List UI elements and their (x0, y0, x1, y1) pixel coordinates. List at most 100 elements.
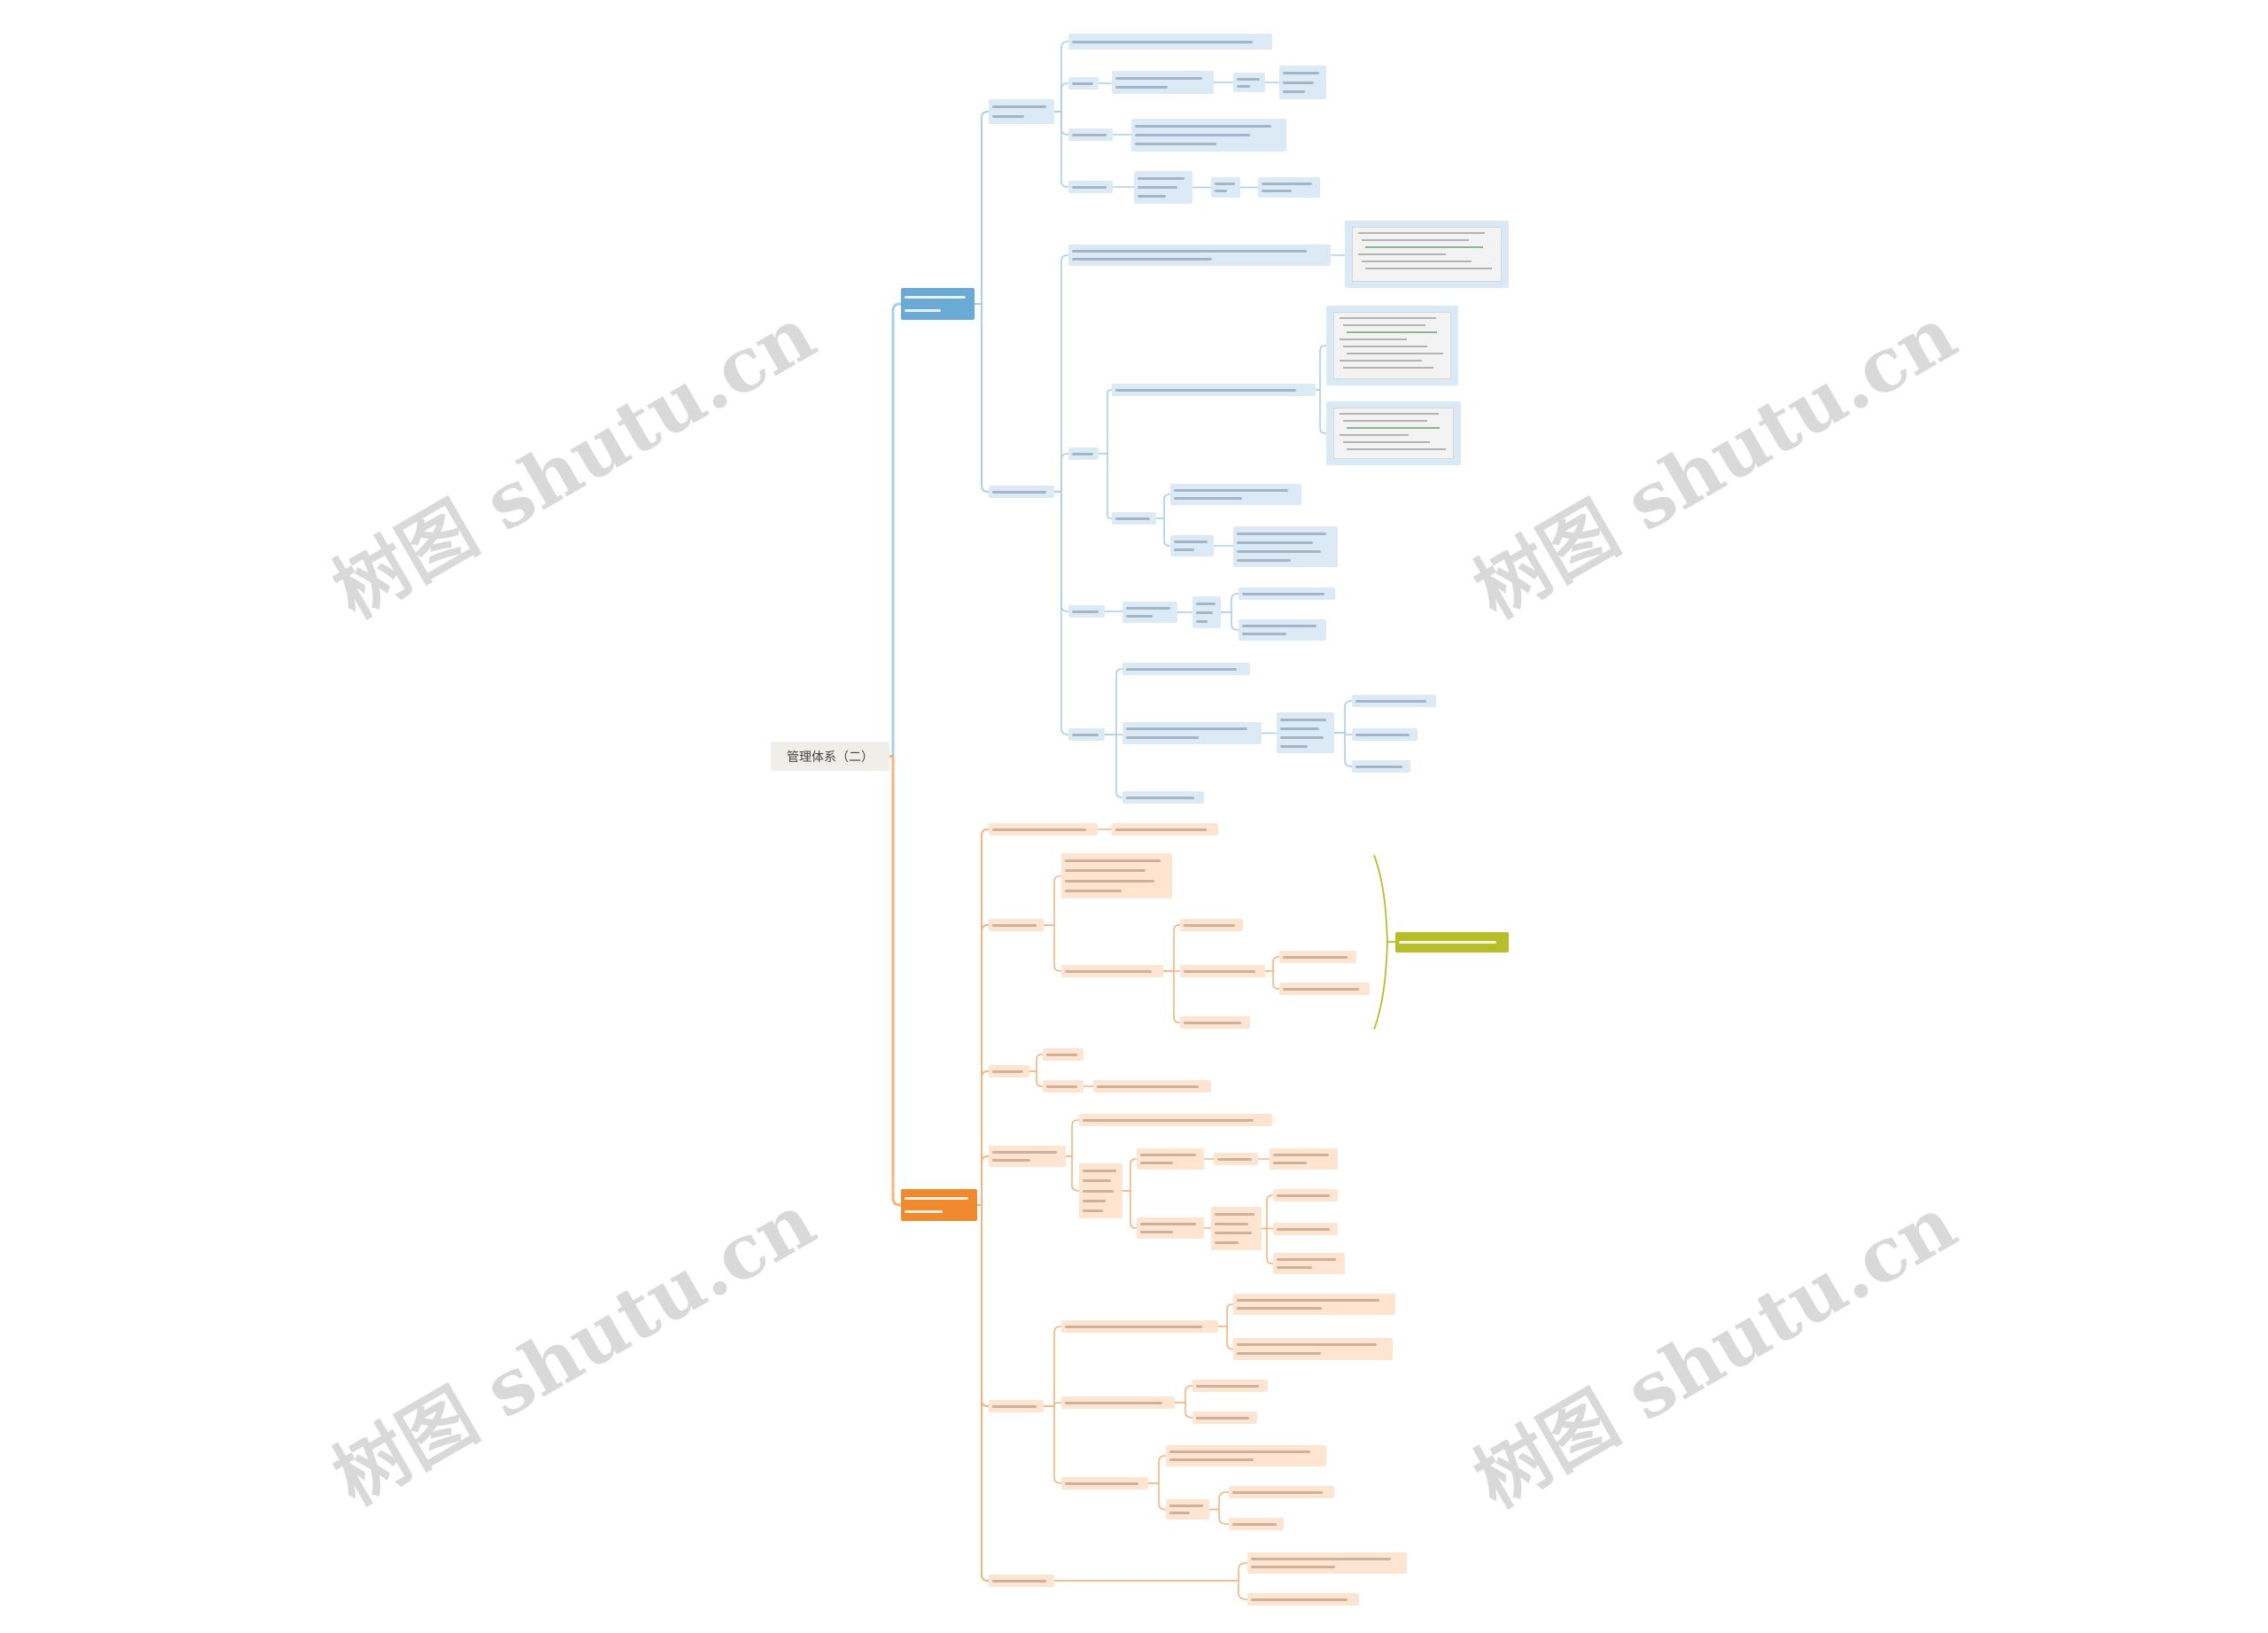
mindmap-node (1233, 73, 1265, 92)
connector-line (888, 302, 903, 758)
mindmap-node (1239, 619, 1326, 641)
mindmap-node (1068, 605, 1105, 618)
node-text-line (905, 309, 942, 312)
node-text-line (992, 1404, 1037, 1408)
node-text-line (1072, 82, 1093, 85)
mindmap-node (1233, 1294, 1395, 1315)
mindmap-node (989, 99, 1054, 124)
mindmap-node (1112, 71, 1214, 94)
node-text-line (1283, 71, 1320, 74)
node-text-line (1237, 540, 1313, 544)
node-text-line (1262, 190, 1293, 193)
thumbnail-line (1365, 246, 1484, 248)
connector-line (1043, 1326, 1062, 1407)
node-text-line (1140, 1231, 1174, 1233)
mindmap-node (1258, 177, 1320, 198)
connector-line (1098, 453, 1113, 519)
mindmap-node (1122, 663, 1250, 675)
node-text-line (1184, 923, 1235, 927)
thumbnail-line (1347, 331, 1438, 333)
node-text-line (1283, 955, 1348, 959)
thumbnail-line (1340, 413, 1440, 415)
mindmap-node (989, 919, 1044, 931)
node-text-line (1215, 1232, 1253, 1235)
node-text-line (1072, 258, 1213, 261)
node-text-line (1355, 699, 1427, 703)
thumbnail-line (1343, 441, 1430, 443)
node-text-line (1237, 1351, 1321, 1355)
connector-line (976, 1070, 990, 1206)
connector-line (1162, 924, 1181, 972)
image-attachment (1326, 401, 1461, 465)
mindmap-node (1277, 712, 1334, 753)
node-text-line (1232, 1522, 1277, 1526)
connector-line (976, 828, 990, 1206)
connector-line (1053, 254, 1069, 493)
node-text-line (1065, 969, 1153, 973)
connector-line (1261, 1194, 1274, 1230)
connector-line (1264, 956, 1280, 972)
node-text-line (905, 1197, 968, 1200)
node-text-line (1174, 497, 1242, 500)
summary-bracket (1373, 854, 1395, 1030)
node-text-line (1215, 1212, 1255, 1216)
node-text-line (992, 828, 1086, 831)
mindmap-node (1192, 1411, 1257, 1424)
connector-line (1122, 1190, 1138, 1229)
connector-line (1315, 389, 1327, 434)
node-text-line (1065, 879, 1154, 883)
node-text-line (1273, 1162, 1307, 1164)
connector-line (1065, 1155, 1080, 1192)
node-text-line (1237, 558, 1291, 562)
node-text-line (1065, 1481, 1138, 1485)
node-text-line (1115, 517, 1150, 520)
connector-line (974, 303, 990, 493)
node-text-line (992, 1579, 1046, 1582)
mindmap-node (1134, 171, 1192, 204)
mindmap-node (1166, 1445, 1326, 1466)
node-text-line (1135, 134, 1251, 136)
image-thumbnail (1333, 312, 1451, 379)
node-text-line (1280, 735, 1324, 739)
mindmap-node (1137, 1217, 1204, 1239)
connector-line (1174, 1385, 1193, 1404)
mindmap-node (1214, 1153, 1258, 1165)
mindmap-node (1233, 1338, 1393, 1360)
node-text-line (1237, 1307, 1323, 1310)
mindmap-node (1270, 1148, 1338, 1170)
thumbnail-line (1358, 232, 1485, 234)
connector-line (1053, 1562, 1248, 1582)
node-text-line (1196, 619, 1208, 623)
mindmap-node (1180, 965, 1265, 977)
mindmap-node (1192, 596, 1221, 628)
node-text-line (1262, 182, 1313, 185)
node-text-line (1083, 1179, 1111, 1183)
thumbnail-line (1343, 346, 1428, 347)
connector-line (1174, 1402, 1193, 1419)
node-text-line (1280, 744, 1309, 748)
node-text-line (1251, 1598, 1348, 1601)
mindmap-node (1229, 1518, 1284, 1530)
connector-line (976, 1204, 990, 1582)
node-text-line (992, 105, 1046, 108)
node-text-line (1174, 548, 1194, 551)
mindmap-node (1279, 983, 1370, 995)
connector-line (1333, 700, 1353, 734)
image-attachment (1326, 306, 1458, 385)
node-text-line (1083, 1189, 1115, 1193)
node-text-line (1083, 1118, 1254, 1122)
node-text-line (1126, 607, 1170, 610)
node-text-line (1140, 1223, 1196, 1225)
mindmap-node (1352, 695, 1436, 707)
connector-line (1065, 1119, 1080, 1157)
connector-line (1217, 1326, 1234, 1350)
node-text-line (905, 1210, 943, 1213)
thumbnail-line (1358, 253, 1447, 255)
thumbnail-line (1340, 317, 1437, 319)
mindmap-node (1068, 128, 1113, 141)
node-text-line (1283, 81, 1315, 84)
node-text-line (1283, 987, 1360, 991)
mindmap-node (989, 1146, 1066, 1167)
node-text-line (1126, 615, 1153, 618)
node-text-line (1169, 1504, 1203, 1507)
